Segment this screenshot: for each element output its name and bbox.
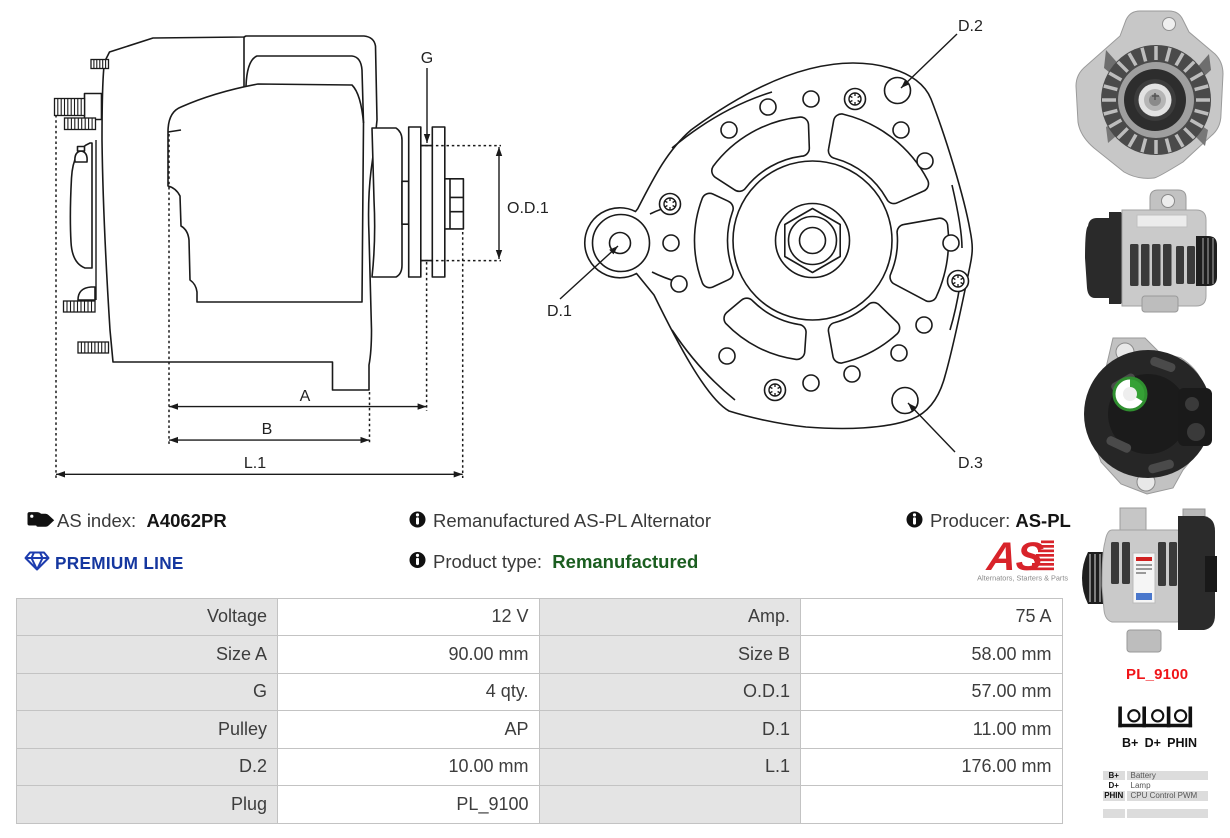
svg-text:D.3: D.3 — [958, 455, 983, 472]
svg-text:A: A — [300, 388, 311, 405]
svg-text:B: B — [262, 421, 273, 438]
svg-text:G: G — [421, 50, 433, 67]
svg-text:D.2: D.2 — [958, 18, 983, 35]
svg-text:D.1: D.1 — [547, 303, 572, 320]
svg-text:AS: AS — [984, 535, 1045, 579]
svg-text:O.D.1: O.D.1 — [507, 200, 549, 217]
svg-text:L.1: L.1 — [244, 455, 266, 472]
svg-text:Alternators, Starters & Parts: Alternators, Starters & Parts — [977, 574, 1068, 583]
